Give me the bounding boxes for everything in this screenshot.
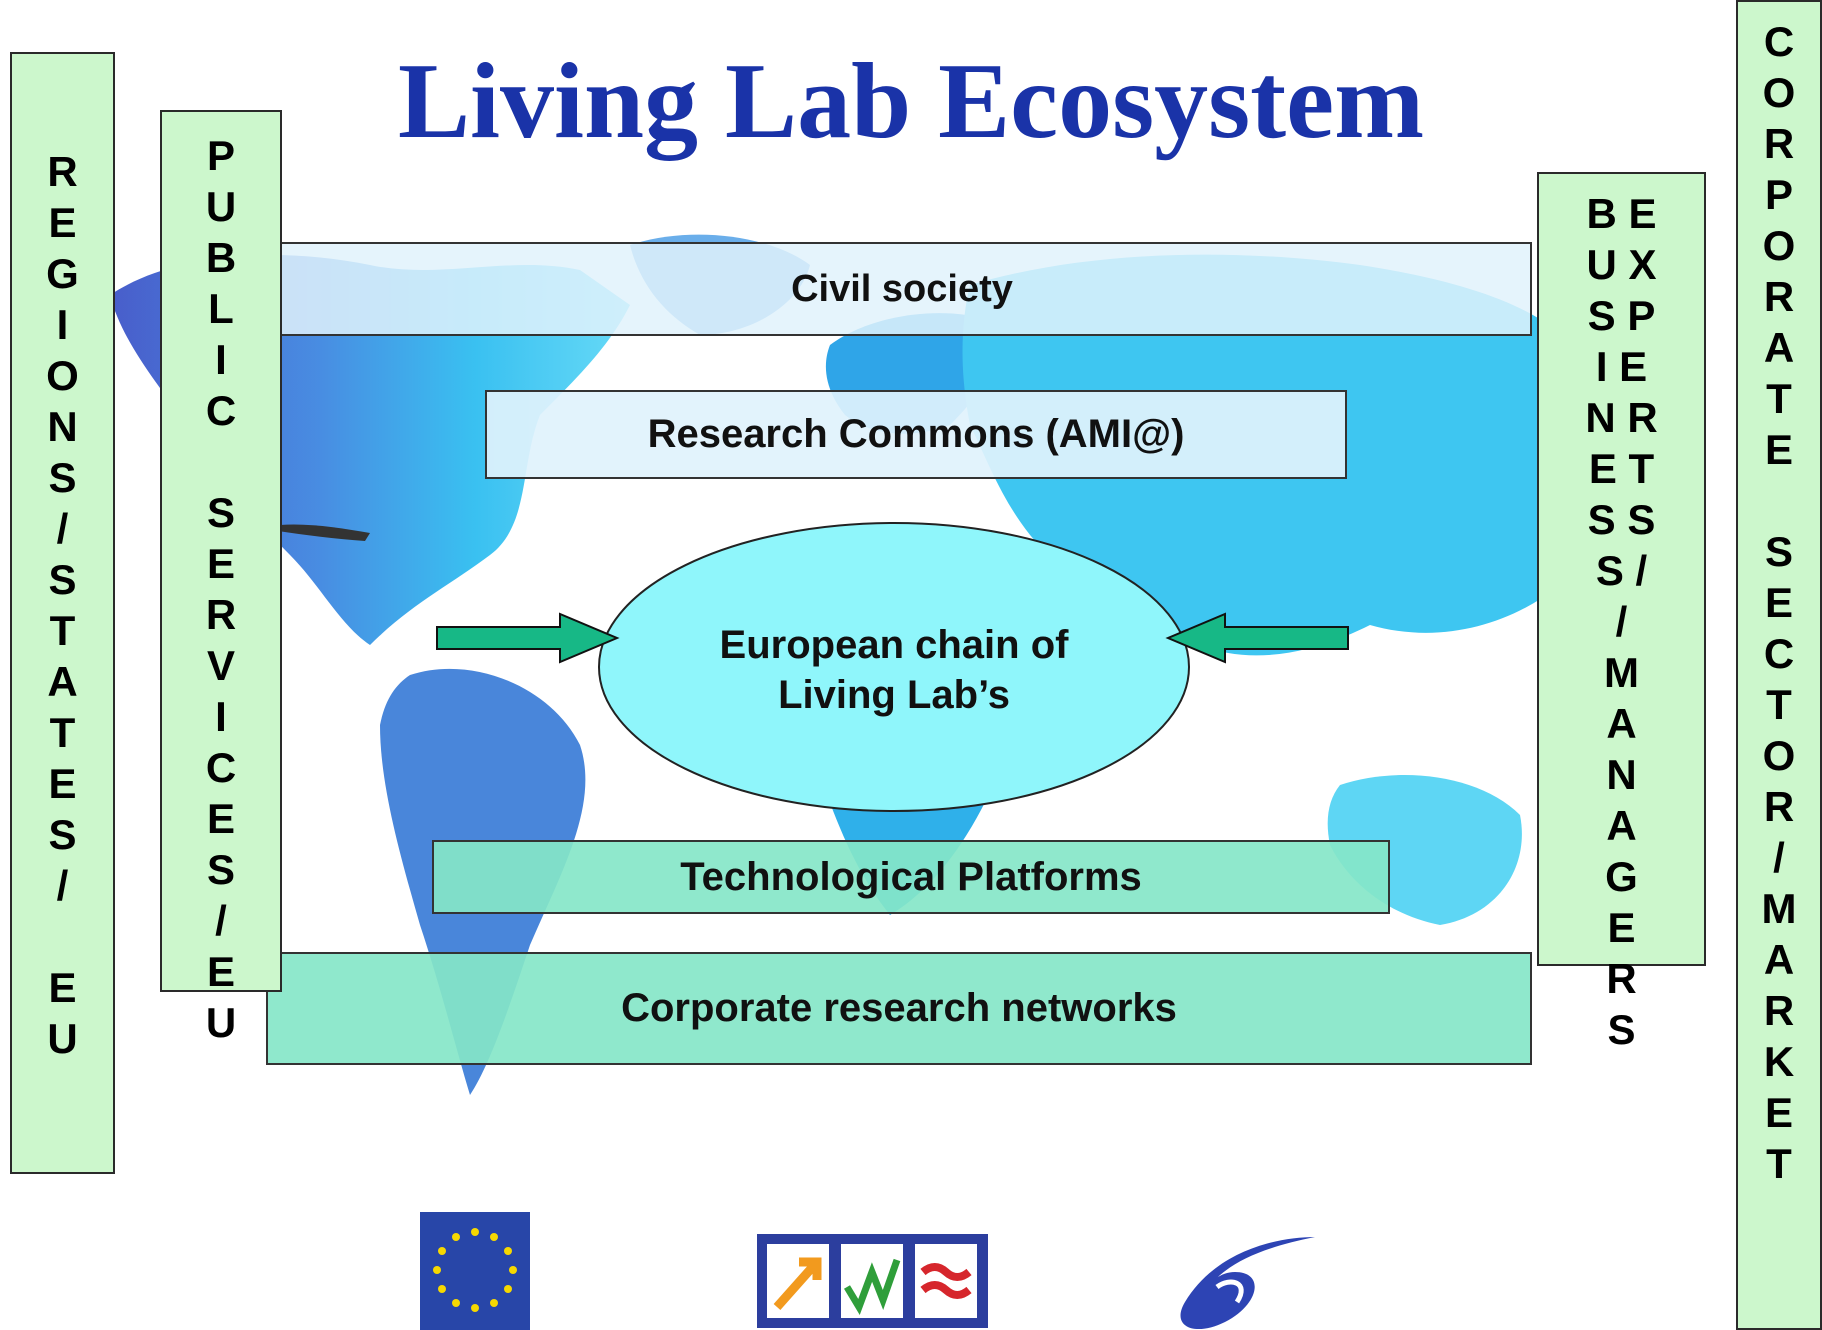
- public-services-eu-label: P U B L I C S E R V I C E S / E U: [205, 132, 237, 1046]
- regions-states-eu-bar: R E G I O N S / S T A T E S / E U: [10, 52, 115, 1174]
- page-title: Living Lab Ecosystem: [397, 42, 1425, 161]
- civil-society-band: Civil society: [272, 242, 1532, 336]
- research-commons-band: Research Commons (AMI@): [485, 390, 1347, 479]
- corporate-networks-label: Corporate research networks: [621, 986, 1177, 1030]
- businesses-experts-managers-label: B E U X S P I E N R E T S S S / / M A N …: [1585, 190, 1658, 1053]
- left-arrow-icon: [436, 612, 620, 664]
- public-services-eu-bar: P U B L I C S E R V I C E S / E U: [160, 110, 282, 1046]
- research-commons-label: Research Commons (AMI@): [647, 412, 1185, 456]
- corporate-sector-market-label: C O R P O R A T E S E C T O R / M A R K …: [1761, 18, 1797, 1187]
- technological-platforms-band: Technological Platforms: [432, 840, 1390, 914]
- regions-states-eu-label: R E G I O N S / S T A T E S / E U: [46, 148, 79, 1062]
- ist-logo: [757, 1234, 988, 1328]
- right-arrow-icon: [1165, 612, 1349, 664]
- corporate-networks-band: Corporate research networks: [266, 952, 1532, 1065]
- technological-platforms-label: Technological Platforms: [680, 854, 1142, 899]
- businesses-experts-managers-bar: B E U X S P I E N R E T S S S / / M A N …: [1537, 172, 1706, 1053]
- eu-flag-logo: [420, 1212, 530, 1330]
- civil-society-label: Civil society: [791, 267, 1013, 310]
- corporate-sector-market-bar: C O R P O R A T E S E C T O R / M A R K …: [1736, 0, 1822, 1330]
- living-lab-chain-label: European chain of Living Lab’s: [719, 623, 1069, 717]
- living-lab-chain-ellipse: [598, 522, 1190, 812]
- fp6-logo: [1180, 1237, 1315, 1330]
